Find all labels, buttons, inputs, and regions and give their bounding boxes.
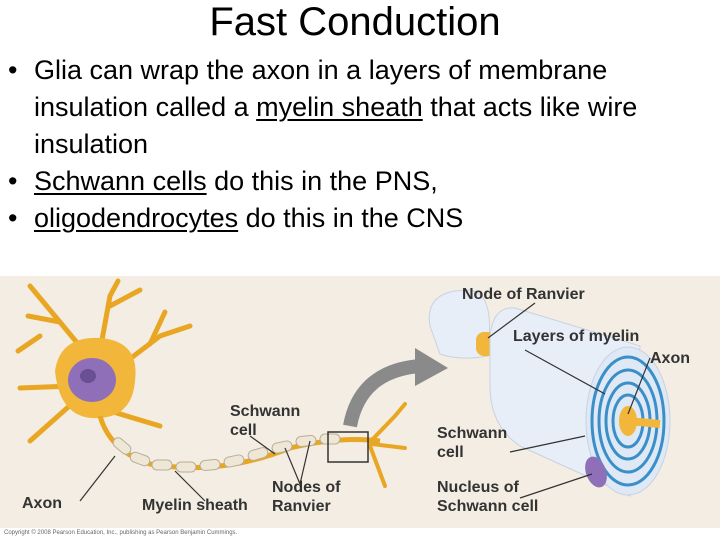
leader-lines bbox=[79, 302, 651, 502]
label-layers-of-myelin: Layers of myelin bbox=[513, 328, 640, 345]
label-schwann-cell-right: Schwann cell bbox=[437, 425, 508, 461]
label-nucleus-of-schwann-cell: Nucleus of Schwann cell bbox=[437, 479, 539, 515]
label-axon-right: Axon bbox=[650, 350, 690, 367]
bullet-text: that acts like wire insulation bbox=[34, 92, 638, 159]
copyright-text: Copyright © 2008 Pearson Education, Inc.… bbox=[4, 530, 238, 536]
myelin-figure: Node of Ranvier Layers of myelin Axon Sc… bbox=[0, 276, 720, 540]
bullet-text: do this in the PNS, bbox=[206, 166, 438, 196]
label-axon-left: Axon bbox=[22, 495, 62, 512]
slide-title: Fast Conduction bbox=[209, 0, 501, 44]
dendrites bbox=[15, 278, 193, 444]
zoom-arrowhead bbox=[415, 348, 448, 386]
underlined-term: Schwann cells bbox=[34, 166, 207, 196]
zoom-box bbox=[327, 431, 369, 463]
axon-terminals bbox=[368, 402, 407, 488]
underlined-term: myelin sheath bbox=[256, 92, 423, 122]
nucleolus bbox=[80, 369, 96, 383]
bullet-dot: • bbox=[8, 166, 18, 196]
bullet-item: • Schwann cells do this in the PNS, bbox=[8, 163, 714, 200]
axon-protrusion bbox=[627, 417, 661, 428]
bullet-dot: • bbox=[8, 203, 18, 233]
label-nodes-of-ranvier: Nodes of Ranvier bbox=[272, 479, 341, 515]
bullet-text: do this in the CNS bbox=[238, 203, 464, 233]
bullet-item: • Glia can wrap the axon in a layers of m… bbox=[8, 52, 714, 163]
bullet-list: • Glia can wrap the axon in a layers of m… bbox=[8, 52, 714, 237]
label-myelin-sheath: Myelin sheath bbox=[142, 497, 248, 514]
schwann-nucleus bbox=[585, 456, 607, 488]
myelin-illustration bbox=[0, 276, 720, 528]
underlined-term: oligodendrocytes bbox=[34, 203, 239, 233]
label-schwann-cell-left: Schwann cell bbox=[230, 403, 301, 439]
myelin-segments bbox=[112, 433, 341, 473]
zoom-arrow bbox=[343, 359, 421, 428]
sheath-left bbox=[428, 289, 491, 359]
bullet-dot: • bbox=[8, 55, 18, 85]
bullet-text: Glia can wrap the axon in a layers of me… bbox=[34, 55, 608, 122]
bullet-item: • oligodendrocytes do this in the CNS bbox=[8, 200, 714, 237]
label-node-of-ranvier: Node of Ranvier bbox=[462, 286, 585, 303]
